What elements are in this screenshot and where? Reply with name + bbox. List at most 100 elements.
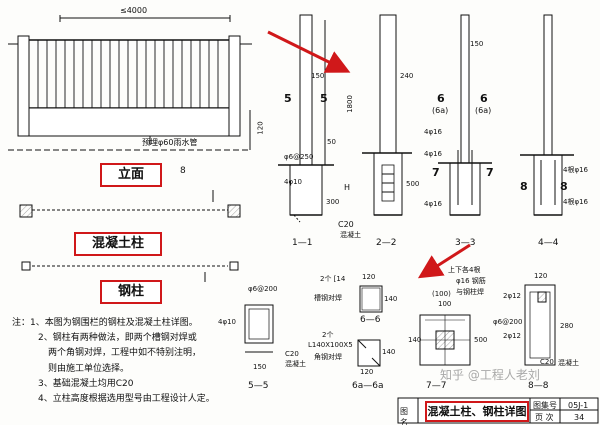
weld-to-col-label: 与钢柱焊: [456, 288, 484, 296]
concrete-label-c: 混凝土: [558, 359, 579, 367]
note-line: 两个角钢对焊，工程中如不特别注明，: [48, 348, 202, 359]
section-title-6a-6a: 6a—6a: [352, 381, 384, 391]
section-title-6-6: 6—6: [360, 315, 381, 325]
dim-140-s6: 140: [384, 295, 398, 303]
phi10-4-label: 4φ10: [284, 178, 302, 186]
up-down-label: 上下各4根: [448, 266, 481, 274]
phi6-200-label: φ6@200: [248, 285, 278, 293]
note-line: 2、钢柱有两种做法，即两个槽钢对焊或: [38, 333, 197, 344]
drain-pipe-label: 预埋φ60雨水管: [142, 138, 198, 147]
phi12-label-a: 2φ12: [503, 292, 521, 300]
section-title-5-5: 5—5: [248, 381, 269, 391]
dim-150-s1: 150: [311, 72, 325, 80]
sec-mark-7-left: 7: [432, 166, 440, 179]
span-dimension: ≤4000: [120, 6, 148, 15]
dim-1800: 1800: [345, 95, 354, 113]
dim-50: 50: [327, 138, 336, 146]
note-line: 注：1、本图为钢围栏的钢柱及混凝土柱详图。: [12, 318, 198, 328]
angle-weld-label: 角钢对焊: [314, 353, 342, 361]
section-1-1: [278, 14, 334, 223]
sec-mark-6-right: 6: [480, 92, 488, 105]
c20-label-c: C20: [540, 358, 554, 366]
fence-elevation: [8, 15, 252, 151]
phi16-4-label: 4φ16: [424, 128, 442, 136]
dim-100b: (100): [432, 290, 451, 298]
red-arrows: [267, 30, 471, 279]
section-6a-6a: [357, 339, 381, 367]
section-4-4: [520, 14, 574, 216]
concrete-label: 混凝土: [340, 231, 361, 239]
plan-concrete-strip: [19, 190, 241, 218]
section-6-6: [359, 285, 383, 313]
elevation-label: 立面: [100, 163, 162, 187]
atlas-no-value: 05J-1: [568, 401, 589, 410]
dim-240: 240: [400, 72, 414, 80]
phi16-steel-label: φ16 钢筋: [456, 277, 486, 285]
dim-300: 300: [326, 198, 340, 206]
dim-100: 100: [438, 300, 452, 308]
c20-label-b: C20: [285, 350, 299, 358]
section-5-5: [244, 304, 274, 353]
watermark: 知乎 @工程人老刘: [440, 368, 540, 382]
dim-500-s2: 500: [406, 180, 420, 188]
section-8-8: [524, 284, 556, 366]
section-title-3-3: 3—3: [455, 238, 476, 248]
concrete-column-label: 混凝土柱: [74, 232, 162, 256]
sec-mark-5-right: 5: [320, 92, 328, 105]
section-title-8-8: 8—8: [528, 381, 549, 391]
phi12-label-b: 2φ12: [503, 332, 521, 340]
elevation-mark: 8: [180, 166, 186, 176]
phi6-250-label: φ6@250: [284, 153, 314, 161]
note-line: 3、基础混凝土均用C20: [38, 378, 134, 389]
sec-mark-6-left: 6: [437, 92, 445, 105]
red-arrow-top: [267, 30, 351, 73]
dim-140-s6a: 140: [382, 348, 396, 356]
notes-block: 注：1、本图为钢围栏的钢柱及混凝土柱详图。 2、钢柱有两种做法，即两个槽钢对焊或…: [12, 316, 242, 407]
dim-140-s7: 140: [408, 336, 422, 344]
section-title-1-1: 1—1: [292, 238, 313, 248]
dim-120-s6: 120: [362, 273, 376, 281]
dim-120-s8: 120: [534, 272, 548, 280]
dim-150-s3: 150: [470, 40, 484, 48]
sec-mark-8-left: 8: [520, 180, 528, 193]
sec-mark-8-right: 8: [560, 180, 568, 193]
c20-label: C20: [338, 220, 354, 229]
dim-120-elev: 120: [256, 121, 265, 135]
channel-weld-label: 槽钢对焊: [314, 294, 342, 302]
concrete-label-b: 混凝土: [285, 360, 306, 368]
phi16-4-label-c: 4φ16: [424, 200, 442, 208]
steel-column-label: 钢柱: [100, 280, 162, 304]
phi10-4-label-b: 4φ10: [218, 318, 236, 326]
plan-steel-strip: [21, 261, 239, 282]
sec-mark-5-left: 5: [284, 92, 292, 105]
dim-150-s5: 150: [253, 363, 267, 371]
page-no-label: 页 次: [535, 413, 554, 422]
phi16-4-label-e: 4根φ16: [563, 198, 588, 206]
section-3-3: [438, 14, 492, 216]
dim-280: 280: [560, 322, 574, 330]
section-2-2: [362, 14, 412, 216]
red-arrow-bottom: [417, 243, 471, 279]
sec-mark-6a-right: (6a): [475, 106, 492, 115]
page-no-value: 34: [574, 413, 585, 422]
dim-120-s6a: 120: [360, 368, 374, 376]
sec-mark-7-right: 7: [486, 166, 494, 179]
phi16-4-label-d: 4根φ16: [563, 166, 588, 174]
angle-count-label: 2个: [322, 331, 334, 339]
section-title-2-2: 2—2: [376, 238, 397, 248]
dim-h-s1: H: [344, 183, 351, 192]
section-7-7: [419, 314, 471, 366]
drawing-title: 混凝土柱、钢柱详图: [425, 401, 529, 422]
title-block-name-label: 图 名: [400, 407, 408, 425]
phi16-4-label-b: 4φ16: [424, 150, 442, 158]
note-line: 4、立柱高度根据选用型号由工程设计人定。: [38, 394, 215, 405]
sec-mark-6a-left: (6a): [432, 106, 449, 115]
note-line: 则由施工单位选择。: [48, 363, 130, 374]
atlas-no-label: 图集号: [533, 401, 557, 410]
angle-size-label: L140X100X5: [308, 341, 353, 349]
section-title-4-4: 4—4: [538, 238, 559, 248]
channel-label: 2个 [14: [320, 275, 346, 283]
section-title-7-7: 7—7: [426, 381, 447, 391]
phi6-200-label-b: φ6@200: [493, 318, 523, 326]
